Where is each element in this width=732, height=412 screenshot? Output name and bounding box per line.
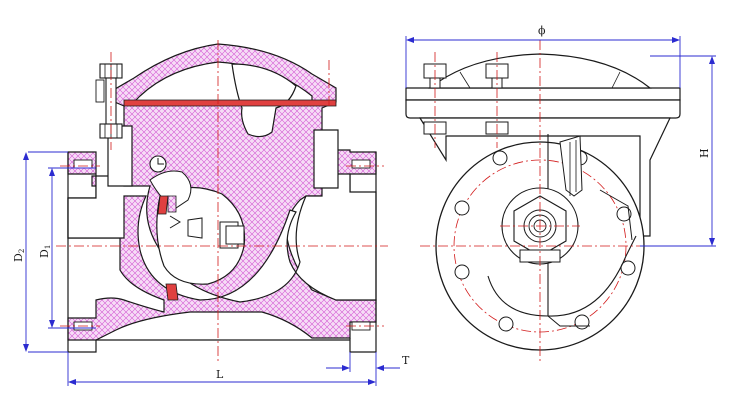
label-d1: D1 bbox=[38, 245, 52, 258]
disc-arm-assembly bbox=[149, 155, 246, 301]
right-chamber bbox=[313, 129, 339, 189]
end-centerlines bbox=[420, 40, 664, 362]
inner-bore bbox=[487, 134, 637, 317]
label-d2: D2 bbox=[12, 249, 26, 262]
section-view bbox=[56, 40, 388, 362]
cover-gasket bbox=[123, 99, 337, 107]
label-t: T bbox=[402, 354, 410, 367]
seat-ring-lower bbox=[165, 283, 179, 301]
left-chamber bbox=[107, 125, 133, 187]
hinge-arm bbox=[559, 135, 583, 197]
dimensions bbox=[25, 36, 716, 386]
label-phi: ϕ bbox=[538, 24, 546, 37]
right-flange-face bbox=[349, 152, 377, 353]
end-view bbox=[405, 40, 681, 362]
dimension-arrows bbox=[23, 37, 715, 385]
label-l: L bbox=[216, 368, 224, 381]
label-h: H bbox=[698, 148, 711, 158]
left-flange-face bbox=[67, 152, 97, 353]
bonnet bbox=[405, 87, 681, 101]
section-centerlines bbox=[56, 40, 388, 362]
seat-ring-upper bbox=[157, 195, 169, 215]
